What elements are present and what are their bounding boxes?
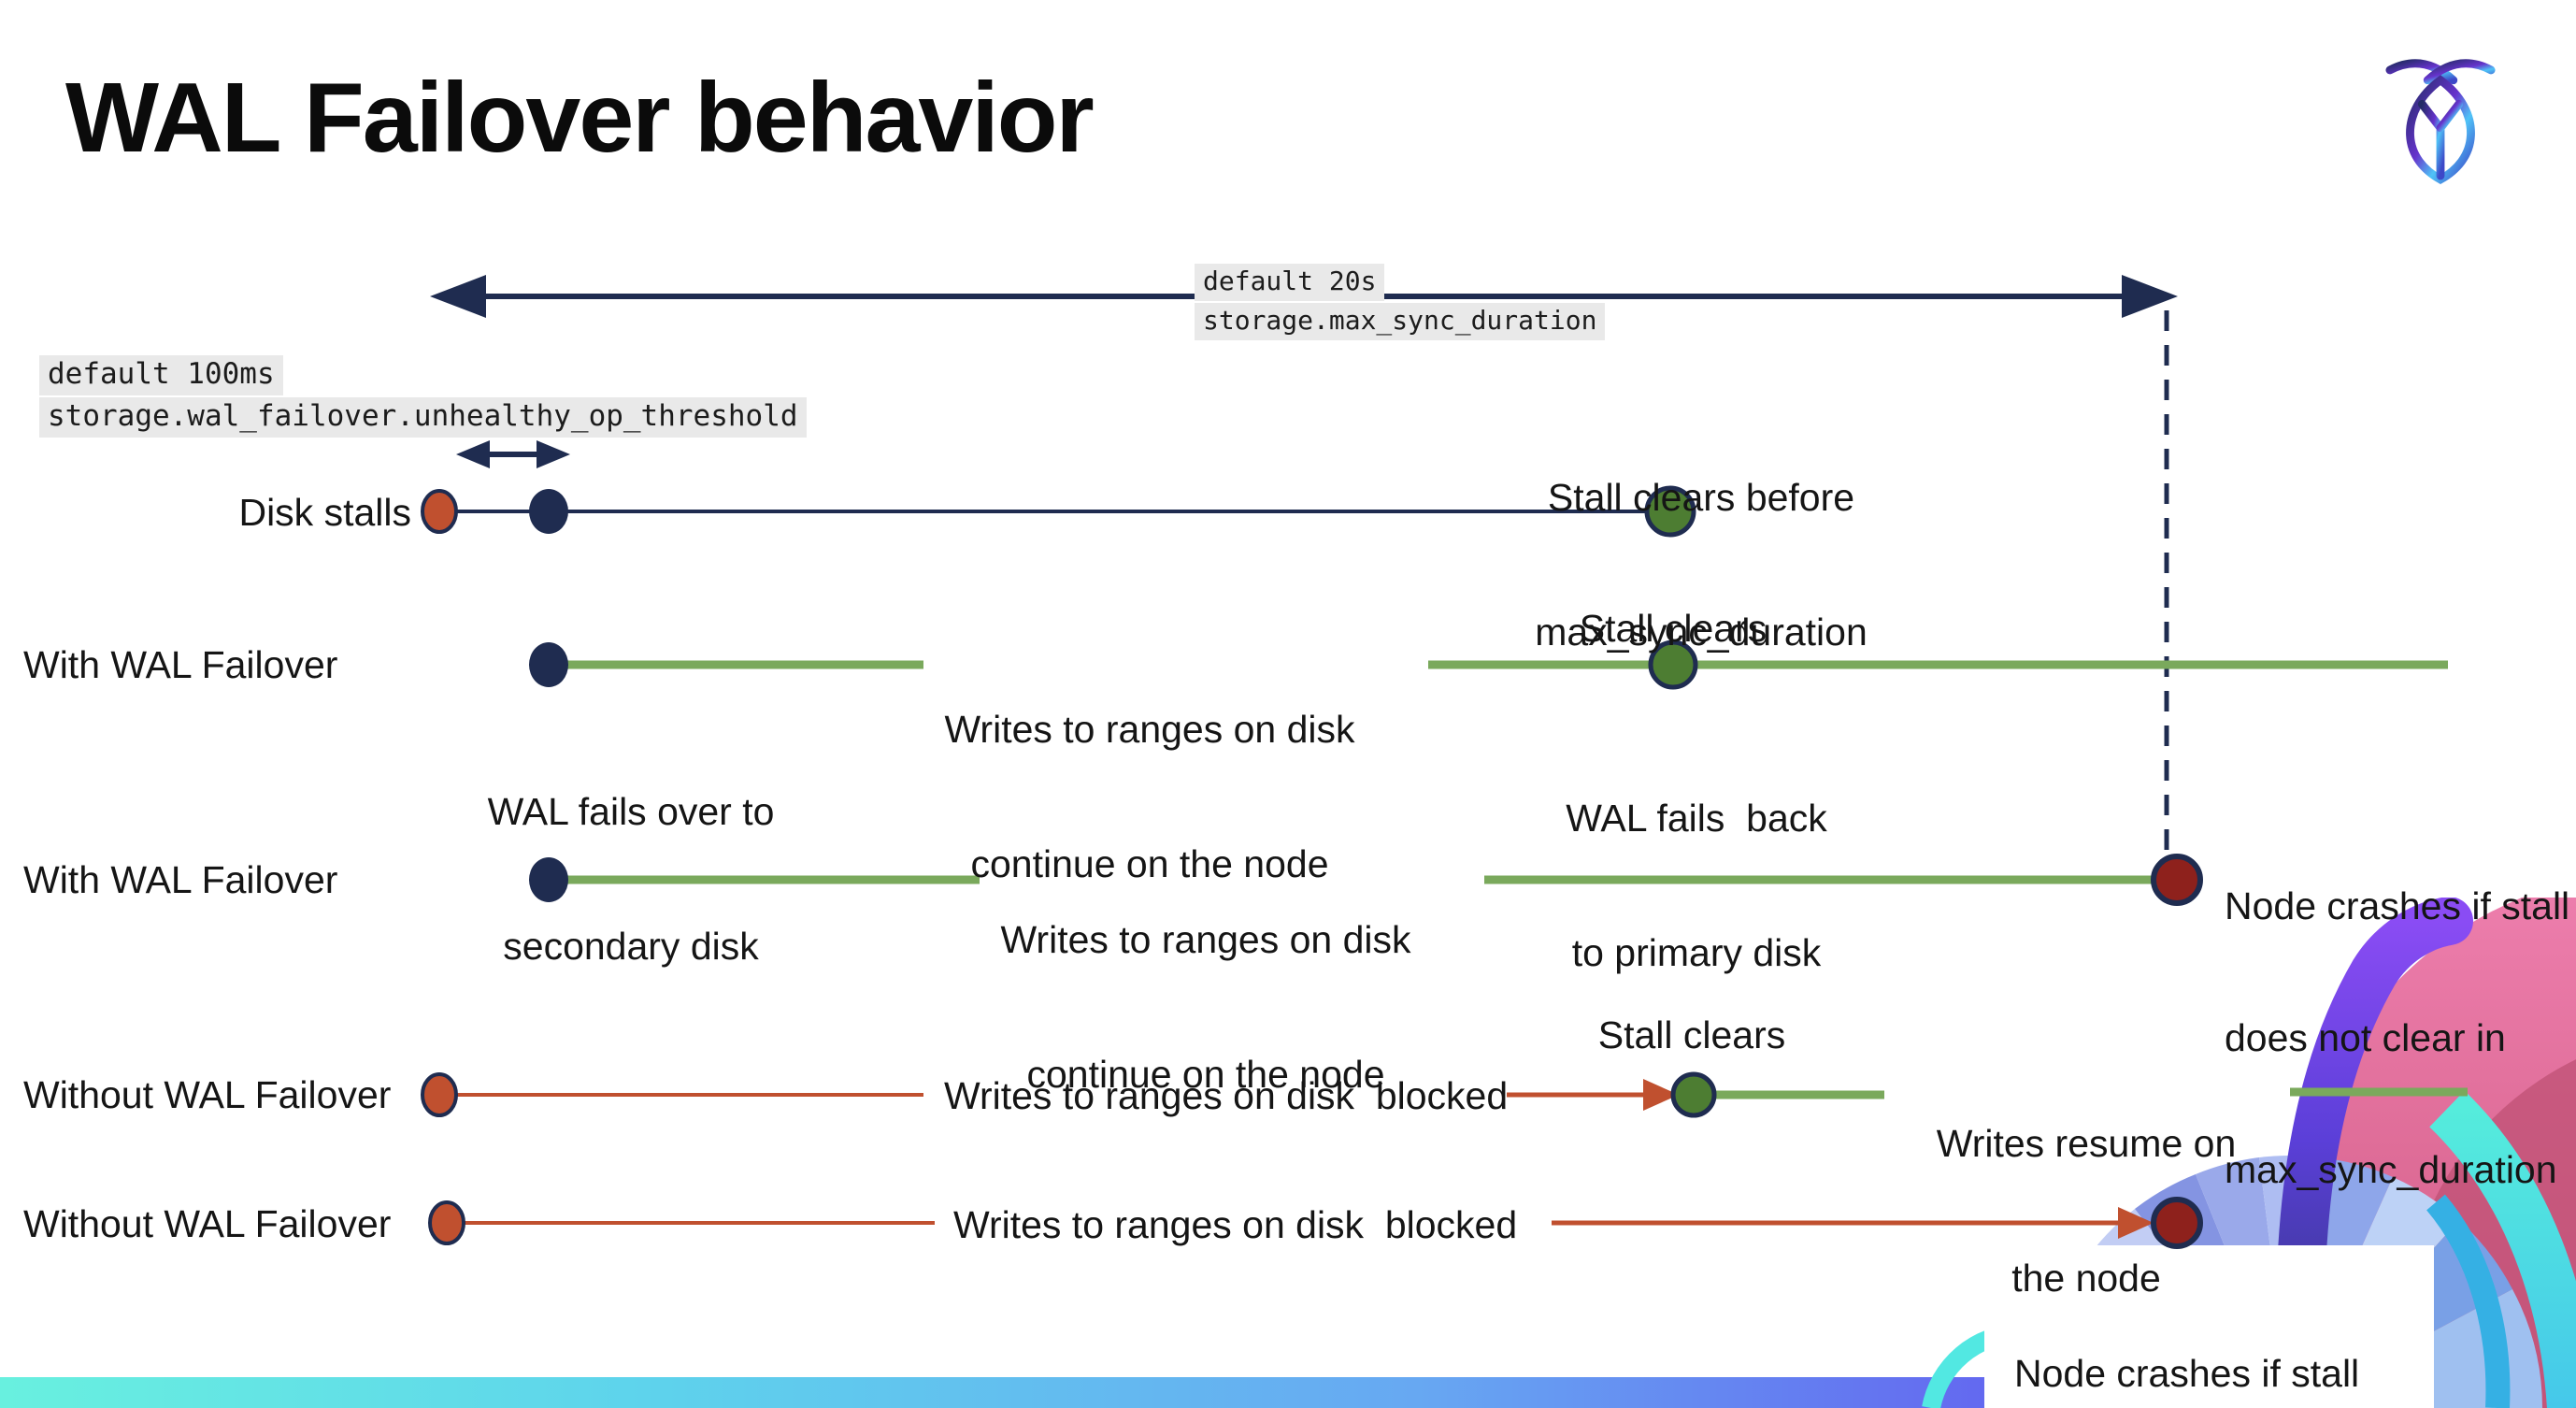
brand-cyan-band xyxy=(2429,1090,2576,1408)
annotation-wal-fails-over: WAL fails over to secondary disk xyxy=(487,790,775,968)
failover-dot xyxy=(529,857,568,902)
annotation-stall-clears-before: Stall clears before max_sync_duration xyxy=(1535,476,1868,654)
stall-start-dot xyxy=(421,489,458,534)
stall-clears-dot xyxy=(1648,639,1698,690)
annotation-writes-blocked-1: Writes to ranges on disk blocked xyxy=(944,1074,1509,1117)
annotation-node-crashes-row3: Node crashes if stall does not clear in … xyxy=(2225,884,2570,1191)
stall-start-dot xyxy=(421,1072,458,1117)
unhealthy-op-threshold-arrow xyxy=(456,440,570,468)
threshold-default-value: default 100ms xyxy=(39,355,283,395)
brand-cyan-band-inner xyxy=(2426,1194,2511,1408)
max-sync-default-value: default 20s xyxy=(1195,264,1385,301)
annotation-node-crashes-row5: Node crashes if stall does not clear in … xyxy=(2014,1352,2360,1395)
max-sync-setting-name: storage.max_sync_duration xyxy=(1195,303,1606,340)
failover-dot xyxy=(529,642,568,687)
timeline-with-wal-failover-1 xyxy=(529,639,2448,690)
row-label-with-wal-failover-2: With WAL Failover xyxy=(23,858,338,901)
timeline-without-wal-failover-1 xyxy=(421,1071,2468,1118)
max-sync-duration-label: default 20s storage.max_sync_duration xyxy=(1195,264,1606,340)
node-crash-dot xyxy=(2151,854,2203,906)
row-label-with-wal-failover-1: With WAL Failover xyxy=(23,643,338,686)
annotation-writes-continue-1: Writes to ranges on disk continue on the… xyxy=(944,708,1355,885)
threshold-dot xyxy=(529,489,568,534)
red-arrowhead xyxy=(2118,1207,2154,1239)
red-arrowhead xyxy=(1643,1079,1679,1111)
stall-clears-dot xyxy=(1644,485,1696,538)
stall-start-dot xyxy=(428,1200,465,1245)
cockroachdb-logo-icon xyxy=(2385,59,2496,184)
annotation-stall-clears-row4: Stall clears xyxy=(1597,1013,1786,1056)
timeline-without-wal-failover-2 xyxy=(428,1197,2203,1249)
node-crash-dot xyxy=(2151,1197,2203,1249)
threshold-setting-name: storage.wal_failover.unhealthy_op_thresh… xyxy=(39,397,807,438)
node-crash-callout-box xyxy=(1984,1245,2434,1408)
timeline-disk-stalls xyxy=(421,485,1696,538)
timeline-with-wal-failover-2 xyxy=(529,854,2203,906)
row-label-without-wal-failover-2: Without WAL Failover xyxy=(23,1202,392,1245)
page-title: WAL Failover behavior xyxy=(65,63,1095,173)
row-label-without-wal-failover-1: Without WAL Failover xyxy=(23,1073,392,1116)
annotation-writes-resume: Writes resume on the node xyxy=(1936,1122,2237,1300)
annotation-writes-blocked-2: Writes to ranges on disk blocked xyxy=(953,1203,1518,1246)
annotation-wal-fails-back: WAL fails back to primary disk xyxy=(1566,797,1827,974)
stall-clears-dot xyxy=(1670,1071,1717,1118)
unhealthy-op-threshold-label: default 100ms storage.wal_failover.unhea… xyxy=(39,355,807,438)
annotation-writes-continue-2: Writes to ranges on disk continue on the… xyxy=(1000,918,1411,1096)
annotation-stall-clears-row2: Stall clears xyxy=(1579,607,1767,650)
row-label-disk-stalls: Disk stalls xyxy=(238,491,411,534)
